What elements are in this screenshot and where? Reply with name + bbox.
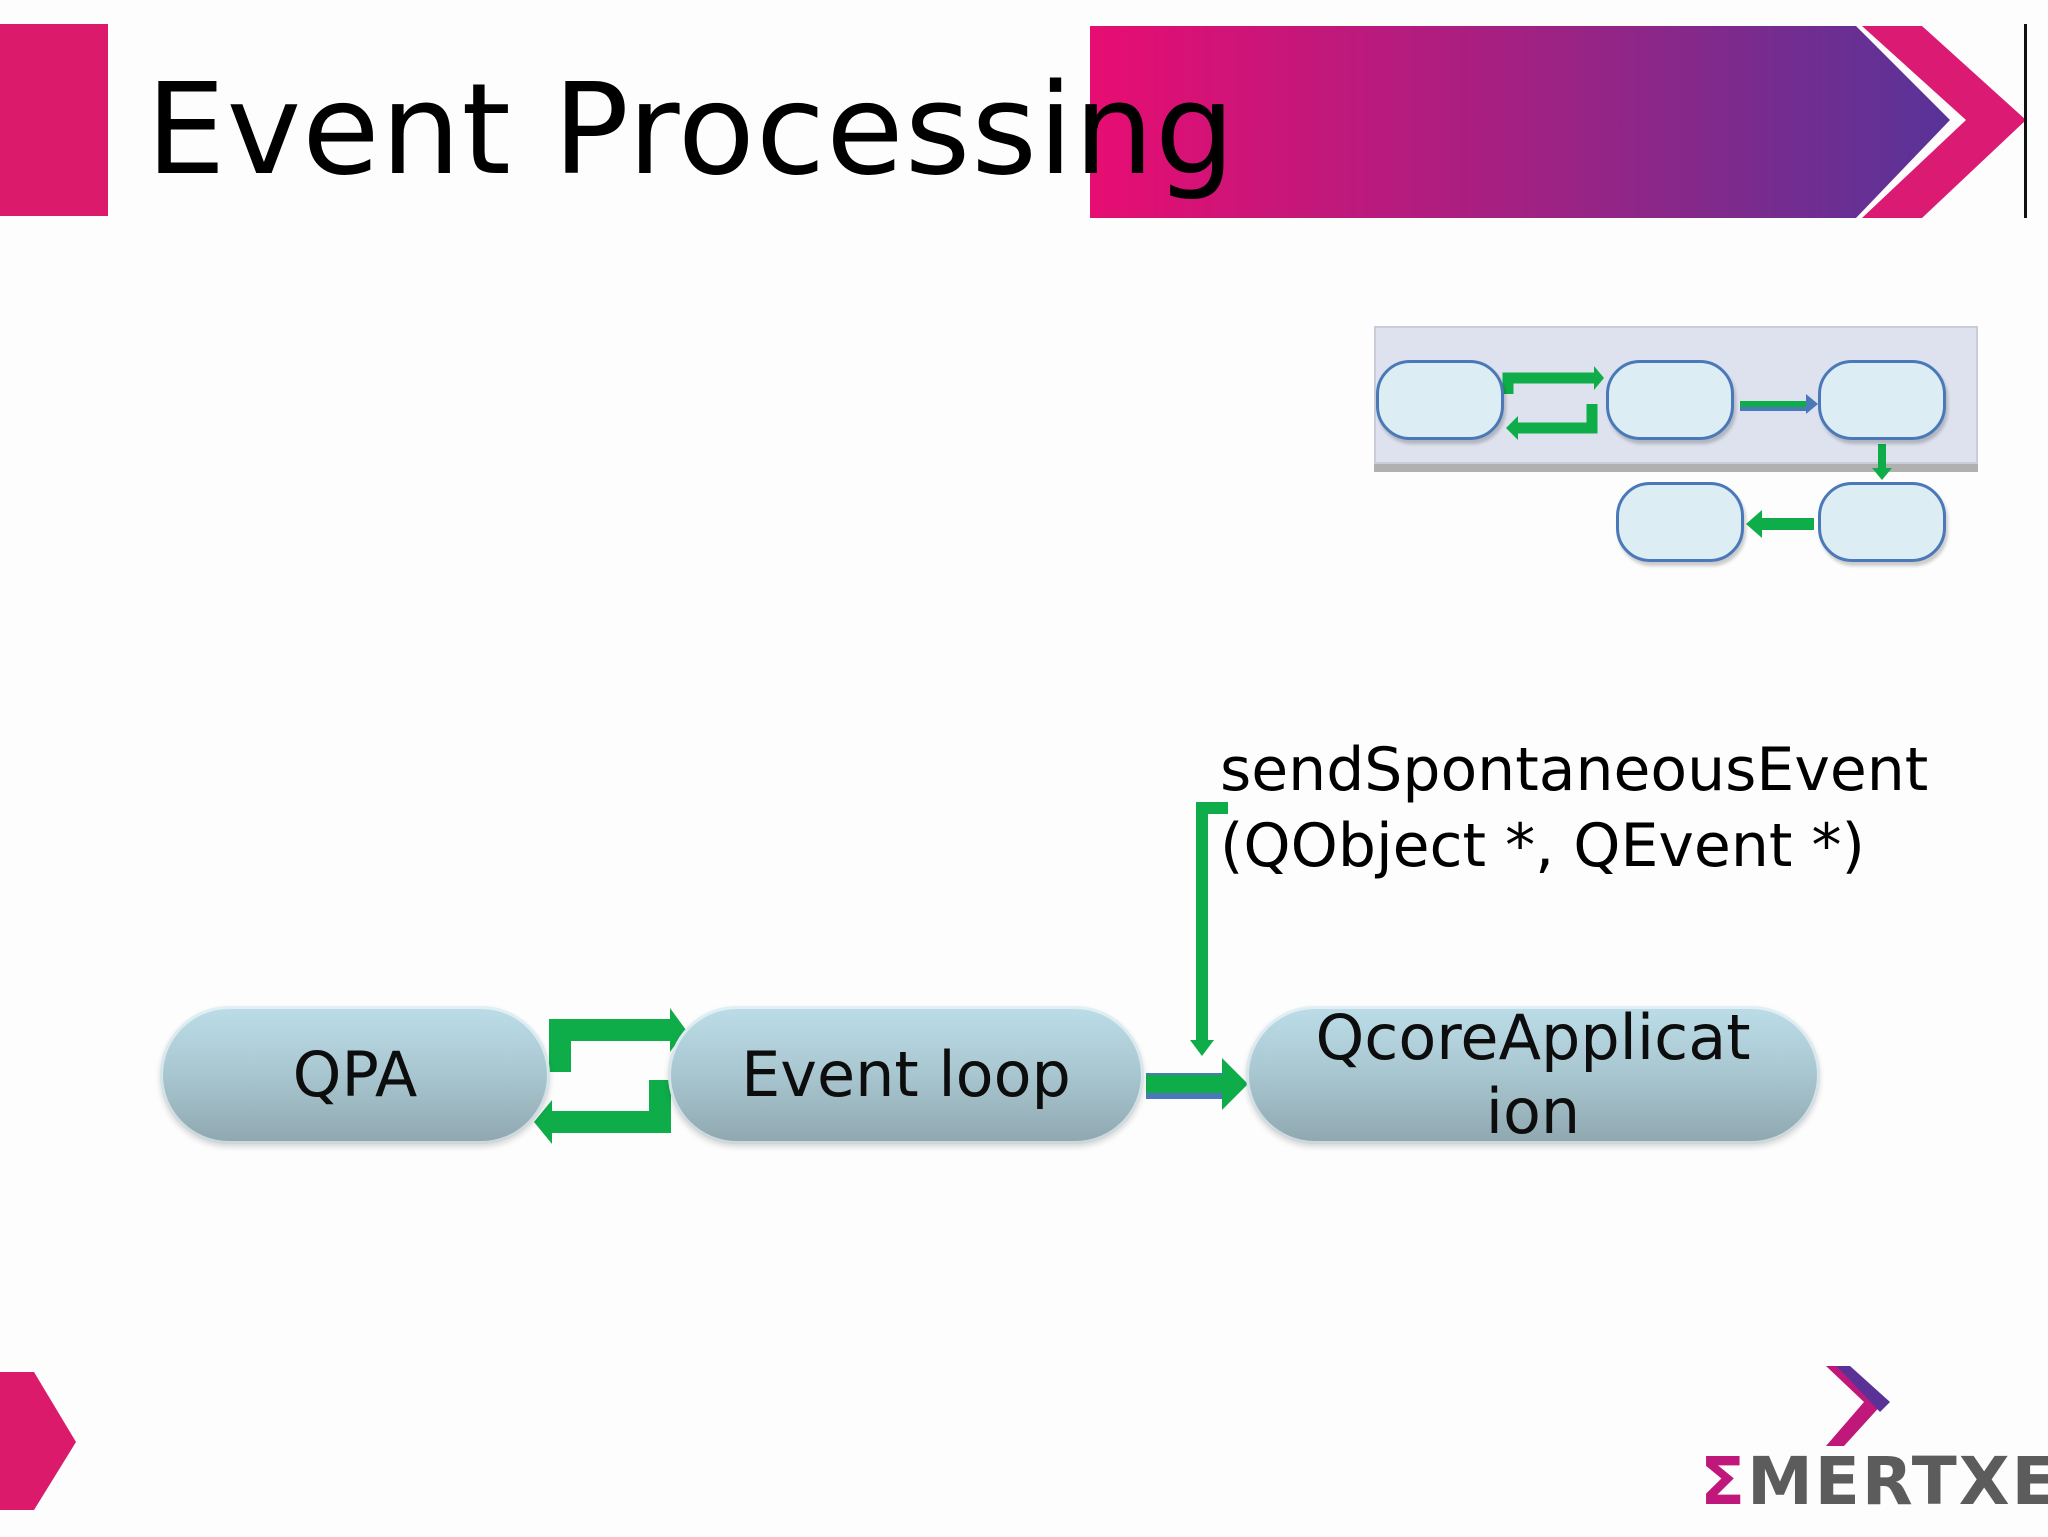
logo-wordmark: MERTXE (1747, 1443, 2048, 1520)
loop-to-qcore-arrowhead (1222, 1058, 1248, 1110)
node-qcore-application: QcoreApplicat ion (1246, 1001, 1820, 1148)
mini-node-qpa (1376, 360, 1504, 440)
annotation-arrowhead (1190, 1040, 1214, 1056)
qpa-to-loop-arrow (549, 1019, 670, 1072)
emertxe-logo: ΣMERTXE (1700, 1442, 2048, 1522)
node-qpa: QPA (160, 1006, 550, 1144)
header-chevron-icon (1862, 26, 2026, 218)
header-edge-line (2024, 24, 2027, 218)
banner-shape (1090, 26, 1950, 218)
mini-node-qcore (1818, 360, 1946, 440)
annotation-line-2: (QObject *, QEvent *) (1220, 811, 1865, 881)
logo-sigma: Σ (1700, 1443, 1748, 1520)
annotation-line-1: sendSpontaneousEvent (1220, 735, 1929, 805)
loop-to-qpa-arrow (552, 1080, 671, 1133)
annotation-label: sendSpontaneousEvent (QObject *, QEvent … (1220, 732, 1928, 884)
node-event-loop: Event loop (668, 1006, 1144, 1144)
mini-node-event-loop (1606, 360, 1734, 440)
page-title: Event Processing (146, 56, 1236, 203)
header-accent-bar (0, 24, 108, 216)
mini-node-target (1616, 482, 1744, 562)
header-banner (1090, 24, 2027, 218)
logo-chevron-icon (1826, 1366, 1890, 1446)
mini-node-filter (1818, 482, 1946, 562)
bottom-chevron-icon (0, 1372, 76, 1510)
